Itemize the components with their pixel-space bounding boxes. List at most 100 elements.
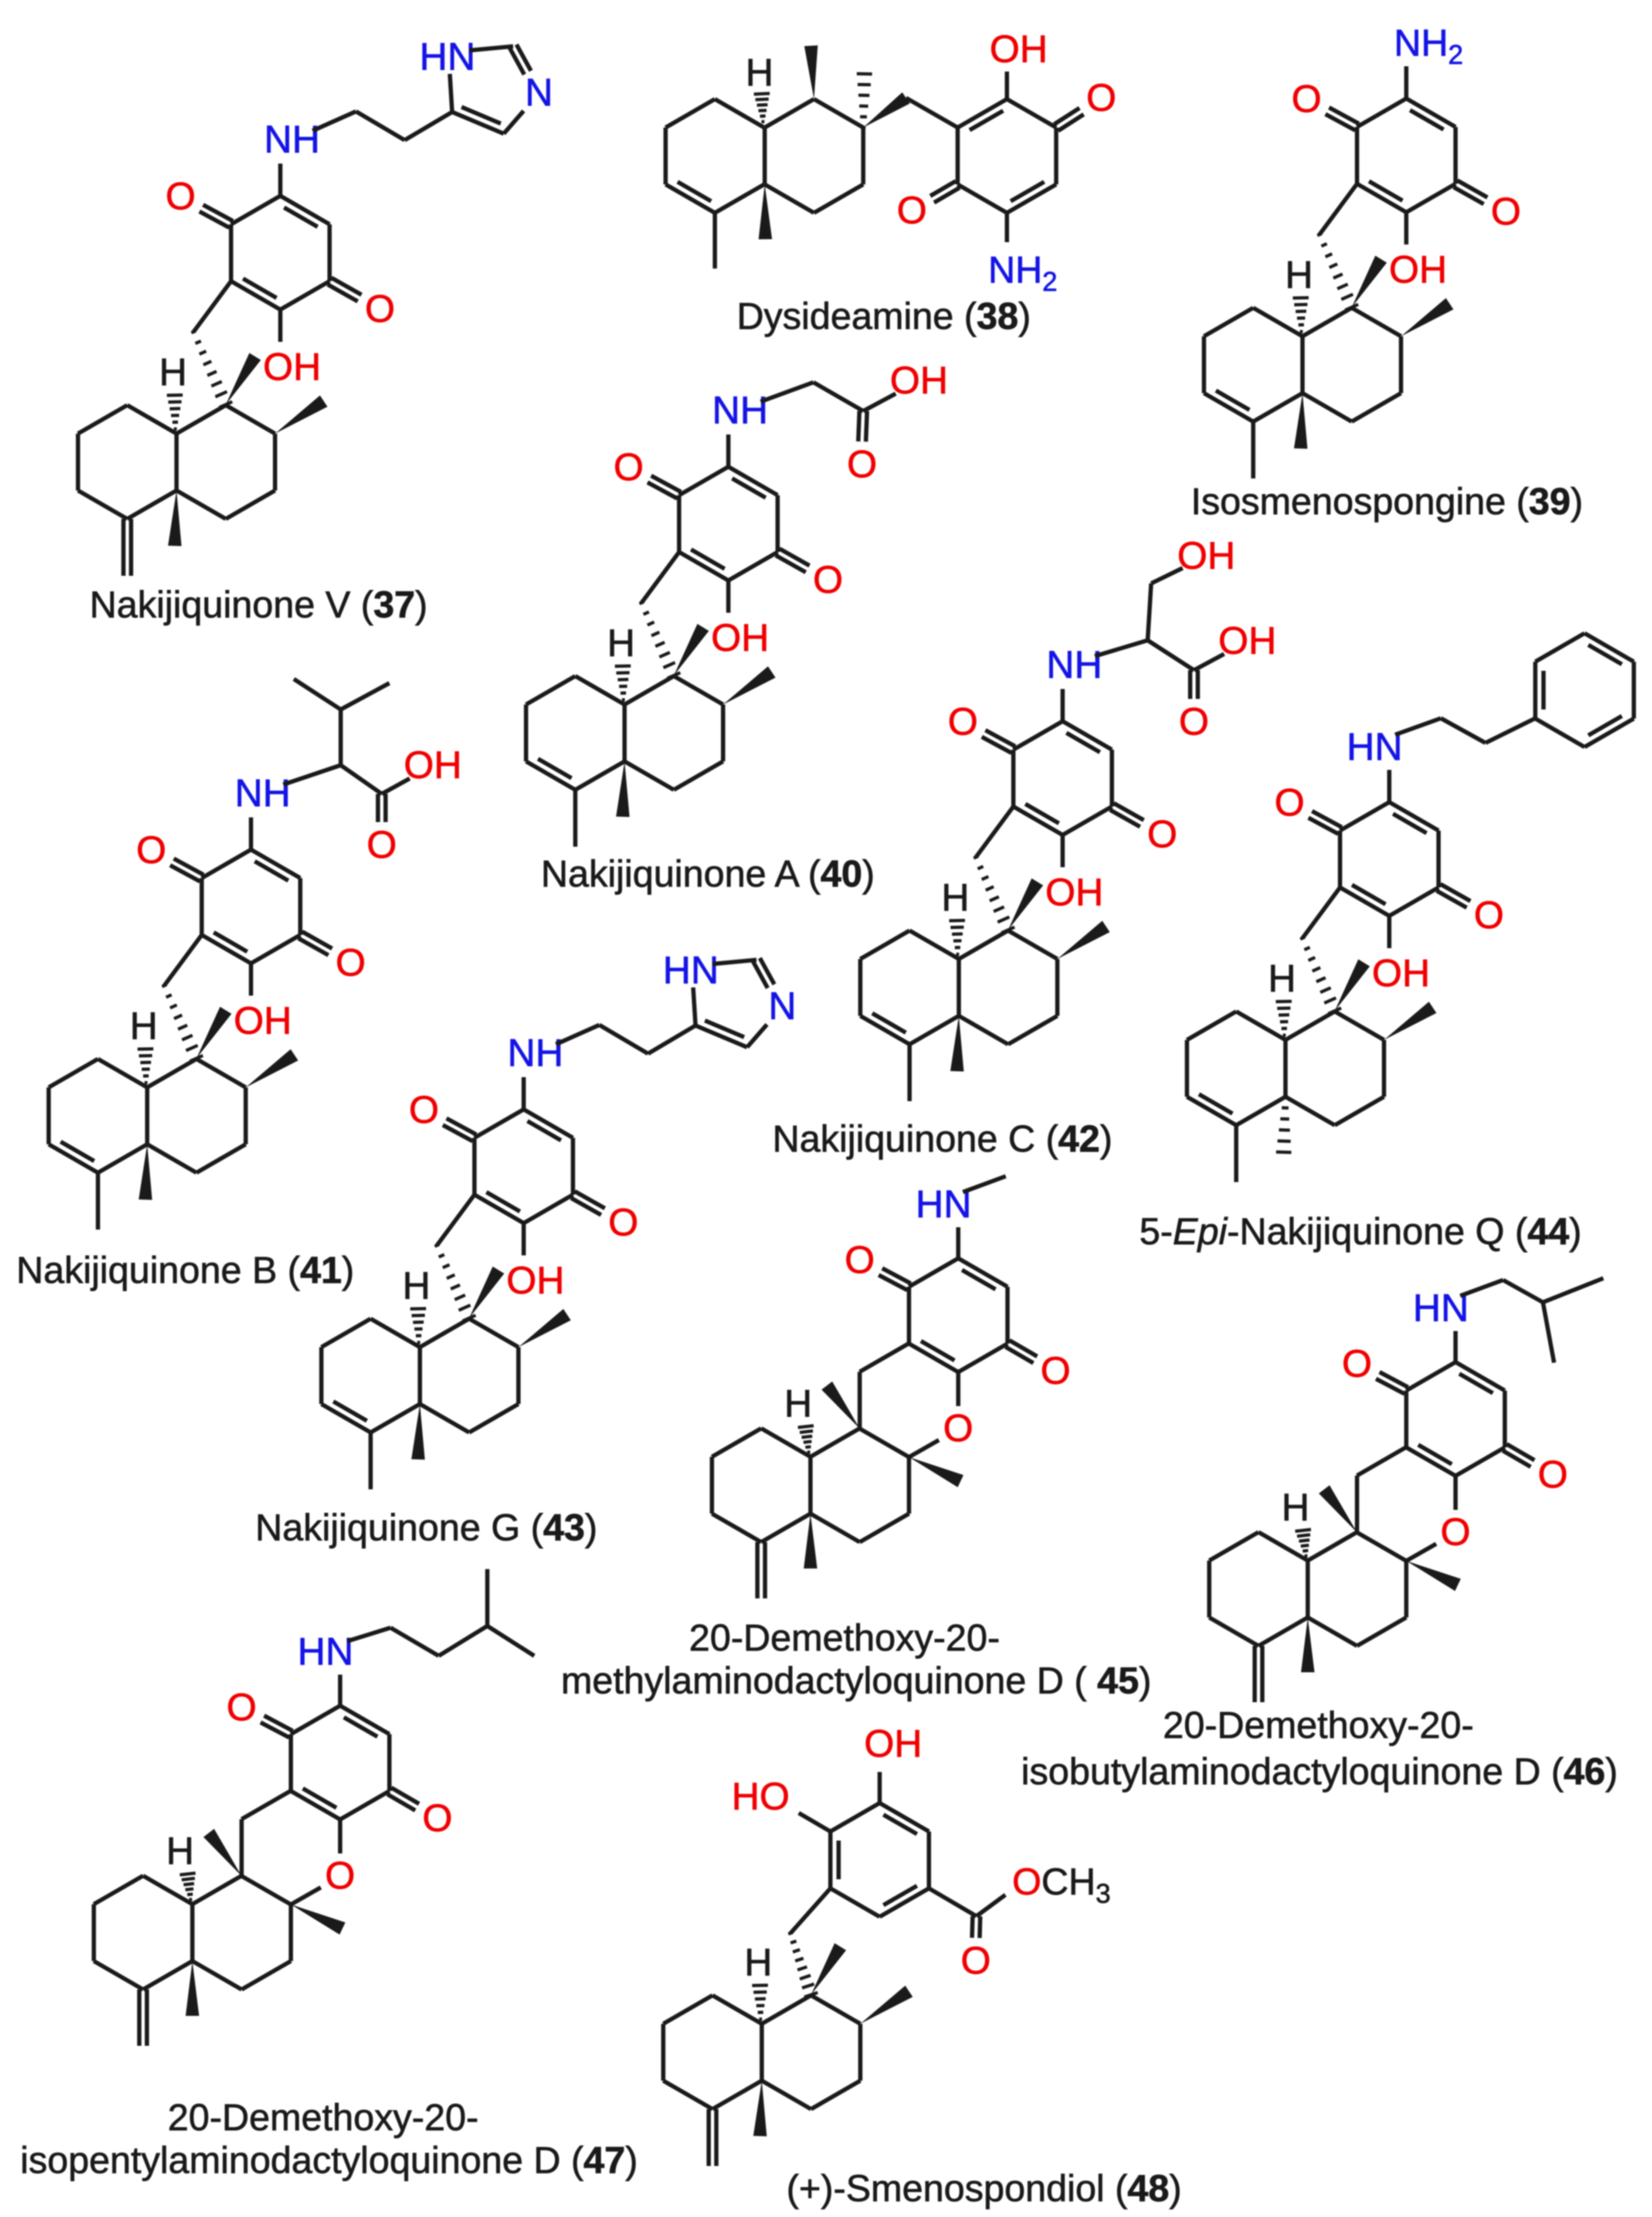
svg-text:): ) <box>1019 295 1031 337</box>
svg-text:HN: HN <box>297 1629 353 1673</box>
svg-text:): ) <box>862 853 874 895</box>
svg-text:HN: HN <box>663 948 718 992</box>
svg-text:O: O <box>422 1796 452 1839</box>
svg-text:isopentylaminodactyloquinone D: isopentylaminodactyloquinone D ( <box>21 2139 584 2181</box>
svg-text:3: 3 <box>1095 1878 1111 1909</box>
svg-text:Dysideamine (: Dysideamine ( <box>737 295 976 337</box>
svg-text:Nakijiquinone V (: Nakijiquinone V ( <box>90 583 374 626</box>
svg-text:OH: OH <box>864 1722 922 1765</box>
svg-text:5-: 5- <box>1139 1210 1173 1252</box>
svg-text:OH: OH <box>507 1258 565 1302</box>
svg-text:O: O <box>1012 1860 1042 1903</box>
svg-text:20-Demethoxy-20-: 20-Demethoxy-20- <box>689 1617 1000 1659</box>
svg-text:Epi: Epi <box>1173 1210 1228 1252</box>
svg-text:N: N <box>525 70 553 114</box>
svg-text:H: H <box>402 1264 430 1307</box>
svg-text:O: O <box>844 1238 874 1281</box>
svg-text:OH: OH <box>1372 951 1430 994</box>
svg-text:O: O <box>613 445 643 488</box>
svg-text:-Nakijiquinone Q (: -Nakijiquinone Q ( <box>1227 1210 1527 1252</box>
svg-text:O: O <box>1491 189 1521 233</box>
svg-text:O: O <box>325 1853 355 1897</box>
svg-text:41: 41 <box>300 1249 342 1291</box>
svg-text:H: H <box>130 1004 158 1047</box>
svg-text:O: O <box>1040 1349 1070 1392</box>
svg-text:O: O <box>1474 893 1504 936</box>
svg-text:O: O <box>897 188 927 232</box>
svg-text:NH: NH <box>507 1031 563 1074</box>
svg-text:OH: OH <box>1389 247 1447 291</box>
svg-text:O: O <box>1147 812 1177 855</box>
svg-text:O: O <box>165 174 195 218</box>
svg-text:NH: NH <box>264 117 320 161</box>
svg-text:O: O <box>1274 780 1304 824</box>
svg-text:): ) <box>342 1249 354 1291</box>
svg-text:Nakijiquinone B (: Nakijiquinone B ( <box>16 1249 300 1291</box>
svg-text:H: H <box>745 50 774 94</box>
svg-text:O: O <box>136 828 166 871</box>
svg-text:O: O <box>1342 1342 1372 1385</box>
svg-text:H: H <box>607 621 635 664</box>
svg-text:37: 37 <box>374 583 415 626</box>
svg-text:HN: HN <box>419 35 475 78</box>
svg-text:OH: OH <box>263 345 321 388</box>
svg-text:O: O <box>335 941 365 984</box>
svg-text:CH: CH <box>1042 1860 1095 1903</box>
svg-text:42: 42 <box>1058 1118 1100 1160</box>
svg-text:O: O <box>1538 1452 1568 1496</box>
svg-text:48: 48 <box>1128 2167 1169 2209</box>
svg-text:20-Demethoxy-20-: 20-Demethoxy-20- <box>1163 1704 1474 1746</box>
svg-text:N: N <box>768 984 796 1027</box>
svg-text:Isosmenospongine (: Isosmenospongine ( <box>1191 480 1529 522</box>
svg-text:H: H <box>1281 1485 1310 1529</box>
svg-text:20-Demethoxy-20-: 20-Demethoxy-20- <box>168 2096 479 2138</box>
svg-text:O: O <box>1179 700 1209 743</box>
svg-text:H: H <box>744 1940 772 1984</box>
svg-text:2: 2 <box>1448 39 1463 70</box>
svg-text:46: 46 <box>1563 1750 1605 1792</box>
svg-text:O: O <box>1086 76 1116 119</box>
svg-text:H: H <box>941 875 969 919</box>
svg-text:H: H <box>1285 253 1313 296</box>
svg-text:): ) <box>1100 1118 1112 1160</box>
svg-text:OH: OH <box>1219 619 1277 662</box>
svg-text:O: O <box>226 1685 256 1729</box>
svg-text:NH: NH <box>988 249 1042 291</box>
svg-text:H: H <box>1268 956 1296 1000</box>
svg-text:O: O <box>948 700 978 743</box>
svg-text:OH: OH <box>711 616 769 659</box>
svg-text:): ) <box>1169 2167 1182 2209</box>
svg-text:O: O <box>365 287 395 330</box>
svg-text:OH: OH <box>1178 534 1236 577</box>
svg-text:): ) <box>1570 480 1583 522</box>
svg-text:NH: NH <box>235 771 290 814</box>
svg-text:39: 39 <box>1529 480 1570 522</box>
svg-text:(+)-Smenospondiol (: (+)-Smenospondiol ( <box>786 2167 1128 2209</box>
svg-text:47: 47 <box>584 2139 625 2181</box>
svg-text:): ) <box>1139 1659 1151 1702</box>
svg-text:HO: HO <box>732 1774 790 1818</box>
svg-text:): ) <box>415 583 428 626</box>
svg-text:2: 2 <box>1042 266 1057 297</box>
svg-text:Nakijiquinone G (: Nakijiquinone G ( <box>255 1506 543 1549</box>
svg-text:O: O <box>1291 77 1321 120</box>
svg-text:O: O <box>409 1088 439 1131</box>
svg-text:Nakijiquinone C (: Nakijiquinone C ( <box>772 1118 1058 1160</box>
svg-text:H: H <box>159 350 187 393</box>
svg-text:O: O <box>961 1938 990 1982</box>
svg-text:38: 38 <box>976 295 1018 337</box>
svg-text:): ) <box>1569 1210 1582 1252</box>
svg-text:O: O <box>367 823 396 866</box>
svg-text:): ) <box>625 2139 637 2181</box>
svg-text:NH: NH <box>712 388 768 432</box>
svg-text:OH: OH <box>234 999 292 1042</box>
svg-text:H: H <box>166 1829 194 1872</box>
svg-text:43: 43 <box>543 1506 585 1549</box>
svg-text:HN: HN <box>1413 1286 1468 1329</box>
svg-text:NH: NH <box>1394 22 1448 64</box>
svg-text:40: 40 <box>820 853 862 895</box>
svg-text:O: O <box>813 558 843 601</box>
svg-text:H: H <box>784 1381 812 1425</box>
svg-text:44: 44 <box>1528 1210 1570 1252</box>
svg-text:methylaminodactyloquinone D (: methylaminodactyloquinone D ( <box>561 1659 1087 1702</box>
